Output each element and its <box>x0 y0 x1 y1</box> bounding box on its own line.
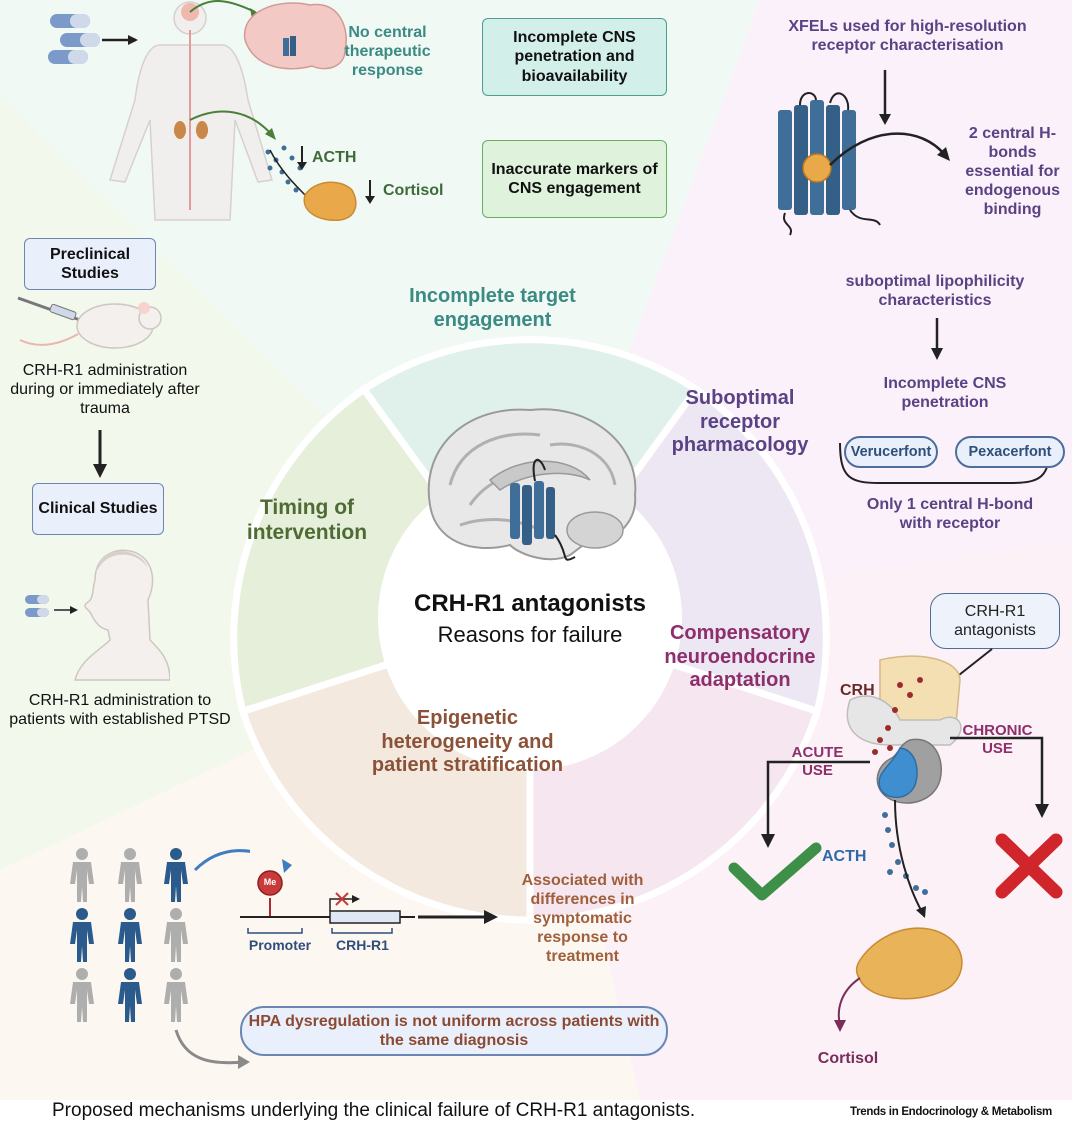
lipophilicity-text: suboptimal lipophilicity characteristics <box>845 273 1025 309</box>
segment-label-epigenetic: Epigenetic heterogeneity and patient str… <box>371 707 564 777</box>
no-central-response-text: No central therapeutic response <box>344 24 431 79</box>
box-markers: Inaccurate markers of CNS engagement <box>482 140 667 218</box>
patient-illustration <box>25 549 170 681</box>
preclinical-to-clinical-arrow <box>93 430 107 478</box>
top-left-illustration <box>48 0 375 221</box>
admin-trauma-text: CRH-R1 administration during or immediat… <box>10 362 200 417</box>
person-icon <box>70 908 94 962</box>
person-icon <box>70 848 94 902</box>
figure-caption: Proposed mechanisms underlying the clini… <box>52 1100 696 1121</box>
acute-use-label: ACUTE USE <box>791 744 844 779</box>
cortisol-label: Cortisol <box>383 182 444 199</box>
background-wedges <box>0 0 1072 1100</box>
hpa-axis-illustration <box>728 648 1063 1032</box>
associated-text: Associated with differences in symptomat… <box>521 872 644 965</box>
segment-label-target: Incomplete target engagement <box>409 285 576 331</box>
box-preclinical: Preclinical Studies <box>24 238 156 290</box>
drug-verucerfont: Verucerfont <box>844 436 938 468</box>
journal-name: Trends in Endocrinology & Metabolism <box>850 1106 1052 1118</box>
person-icon <box>164 848 188 902</box>
segment-label-timing: Timing of intervention <box>246 496 368 545</box>
segment-label-compensatory: Compensatory neuroendocrine adaptation <box>664 622 816 692</box>
adrenal-icon <box>303 181 357 221</box>
receptor-detail-illustration <box>778 70 950 236</box>
hbonds-text: 2 central H-bonds essential for endogeno… <box>964 125 1061 218</box>
person-icon <box>118 848 142 902</box>
person-icon <box>164 908 188 962</box>
person-icon <box>118 968 142 1022</box>
cross-icon <box>995 833 1063 899</box>
receptor-icon-large <box>778 92 881 236</box>
patients-illustration <box>70 848 250 1069</box>
person-icon <box>164 968 188 1022</box>
box-clinical: Clinical Studies <box>32 483 164 535</box>
pill-icon <box>48 14 100 64</box>
center-subtitle: Reasons for failure <box>437 622 623 647</box>
person-icon <box>118 908 142 962</box>
cortisol-label-right: Cortisol <box>817 1050 879 1067</box>
center-title: CRH-R1 antagonists <box>413 590 647 617</box>
mouse-illustration <box>17 296 162 349</box>
incomplete-cns-text: Incomplete CNS penetration <box>883 375 1007 411</box>
gene-label: CRH-R1 <box>336 937 389 953</box>
segment-label-pharmacology: Suboptimal receptor pharmacology <box>671 387 809 457</box>
promoter-label: Promoter <box>248 937 312 953</box>
box-cns-penetration: Incomplete CNS penetration and bioavaila… <box>482 18 667 96</box>
acth-label: ACTH <box>312 149 357 166</box>
hpa-dysregulation-box: HPA dysregulation is not uniform across … <box>240 1006 668 1056</box>
acth-dots-right <box>882 812 928 895</box>
acth-label-right: ACTH <box>822 848 867 865</box>
person-icon <box>70 968 94 1022</box>
check-icon <box>728 842 822 901</box>
adrenal-icon-right <box>855 927 963 1000</box>
methyl-label: Me <box>263 877 277 887</box>
pill-icon-small <box>25 595 49 617</box>
xfels-text: XFELs used for high-resolution receptor … <box>788 18 1027 54</box>
receptor-icon-center <box>510 459 576 561</box>
crh-label: CRH <box>840 682 875 699</box>
brain-small-icon <box>243 2 347 70</box>
one-hbond-text: Only 1 central H-bond with receptor <box>866 496 1034 532</box>
crh-dots <box>872 677 923 755</box>
lipo-arrow <box>931 318 943 360</box>
admin-ptsd-text: CRH-R1 administration to patients with e… <box>9 692 231 728</box>
box-crh-antagonists: CRH-R1 antagonists <box>930 593 1060 649</box>
gene-illustration <box>240 859 498 934</box>
drug-pexacerfont: Pexacerfont <box>955 436 1065 468</box>
brain-illustration <box>427 408 637 561</box>
chronic-use-label: CHRONIC USE <box>962 722 1033 757</box>
